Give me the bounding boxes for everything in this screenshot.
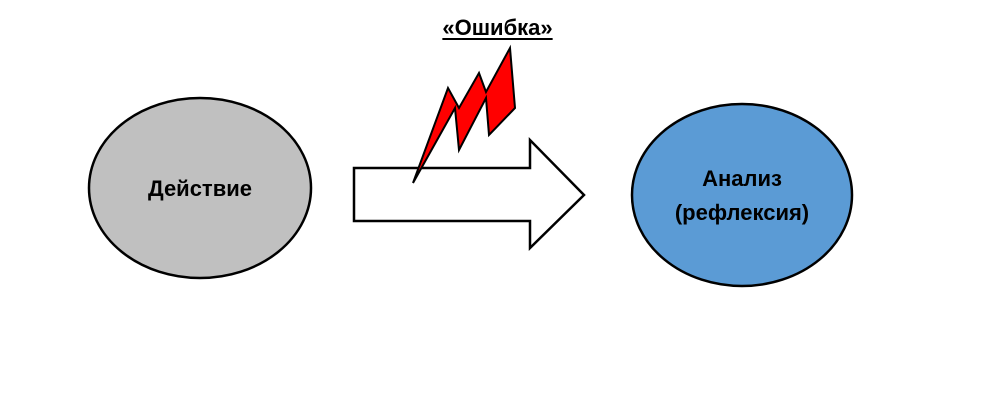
lightning-bolt-icon [412, 44, 517, 184]
analysis-label: Анализ (рефлексия) [631, 162, 853, 230]
analysis-label-line2: (рефлексия) [674, 200, 810, 225]
analysis-label-line1: Анализ [702, 166, 782, 191]
action-label: Действие [148, 176, 252, 201]
analysis-ellipse [630, 102, 854, 288]
action-ellipse [87, 96, 313, 280]
error-label: «Ошибка» [442, 15, 553, 40]
right-arrow-icon [352, 136, 586, 251]
